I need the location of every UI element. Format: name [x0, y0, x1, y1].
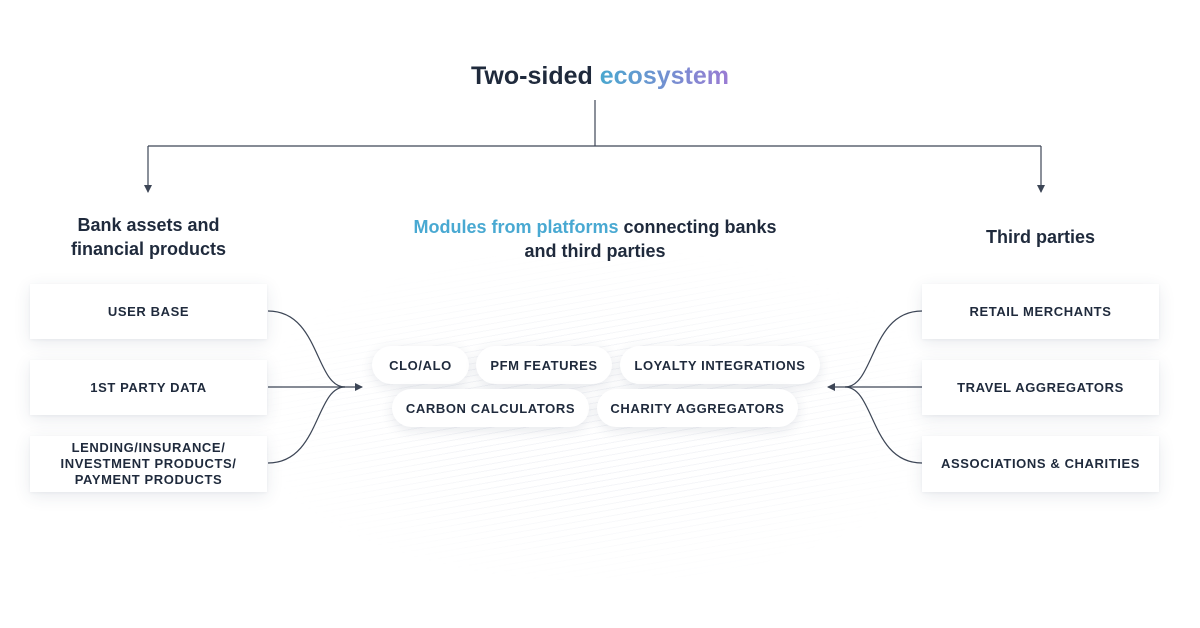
center-heading-line2: and third parties — [524, 241, 666, 261]
right-connector-1 — [844, 310, 923, 388]
center-heading-rest: connecting banks — [623, 217, 777, 237]
title-accent: ecosystem — [599, 62, 729, 90]
card-associations-charities: ASSOCIATIONS & CHARITIES — [922, 436, 1159, 492]
center-heading-accent: Modules from platforms — [413, 217, 619, 237]
left-heading-line1: Bank assets and — [77, 215, 220, 235]
module-charity-aggregators: CHARITY AGGREGATORS — [597, 389, 798, 427]
card-1st-party-data: 1ST PARTY DATA — [30, 360, 267, 415]
left-connector-3 — [267, 386, 346, 464]
module-carbon-calculators: CARBON CALCULATORS — [392, 389, 589, 427]
right-column-heading: Third parties — [985, 227, 1096, 247]
center-column-heading: Modules from platforms connecting banks … — [395, 215, 795, 263]
card-user-base: USER BASE — [30, 284, 267, 339]
module-pfm-features: PFM FEATURES — [476, 346, 612, 384]
card-retail-merchants: RETAIL MERCHANTS — [922, 284, 1159, 339]
right-connector-3 — [844, 386, 923, 464]
page-title: Two-sided ecosystem — [0, 62, 1200, 91]
left-column-heading: Bank assets and financial products — [30, 213, 267, 261]
module-clo-alo: CLO/ALO — [372, 346, 469, 384]
left-heading-line2: financial products — [70, 239, 227, 259]
card-travel-aggregators: TRAVEL AGGREGATORS — [922, 360, 1159, 415]
module-loyalty-integrations: LOYALTY INTEGRATIONS — [620, 346, 820, 384]
left-connector-1 — [267, 310, 346, 388]
title-main: Two-sided — [471, 62, 593, 90]
card-lending-products: LENDING/INSURANCE/ INVESTMENT PRODUCTS/ … — [30, 436, 267, 492]
